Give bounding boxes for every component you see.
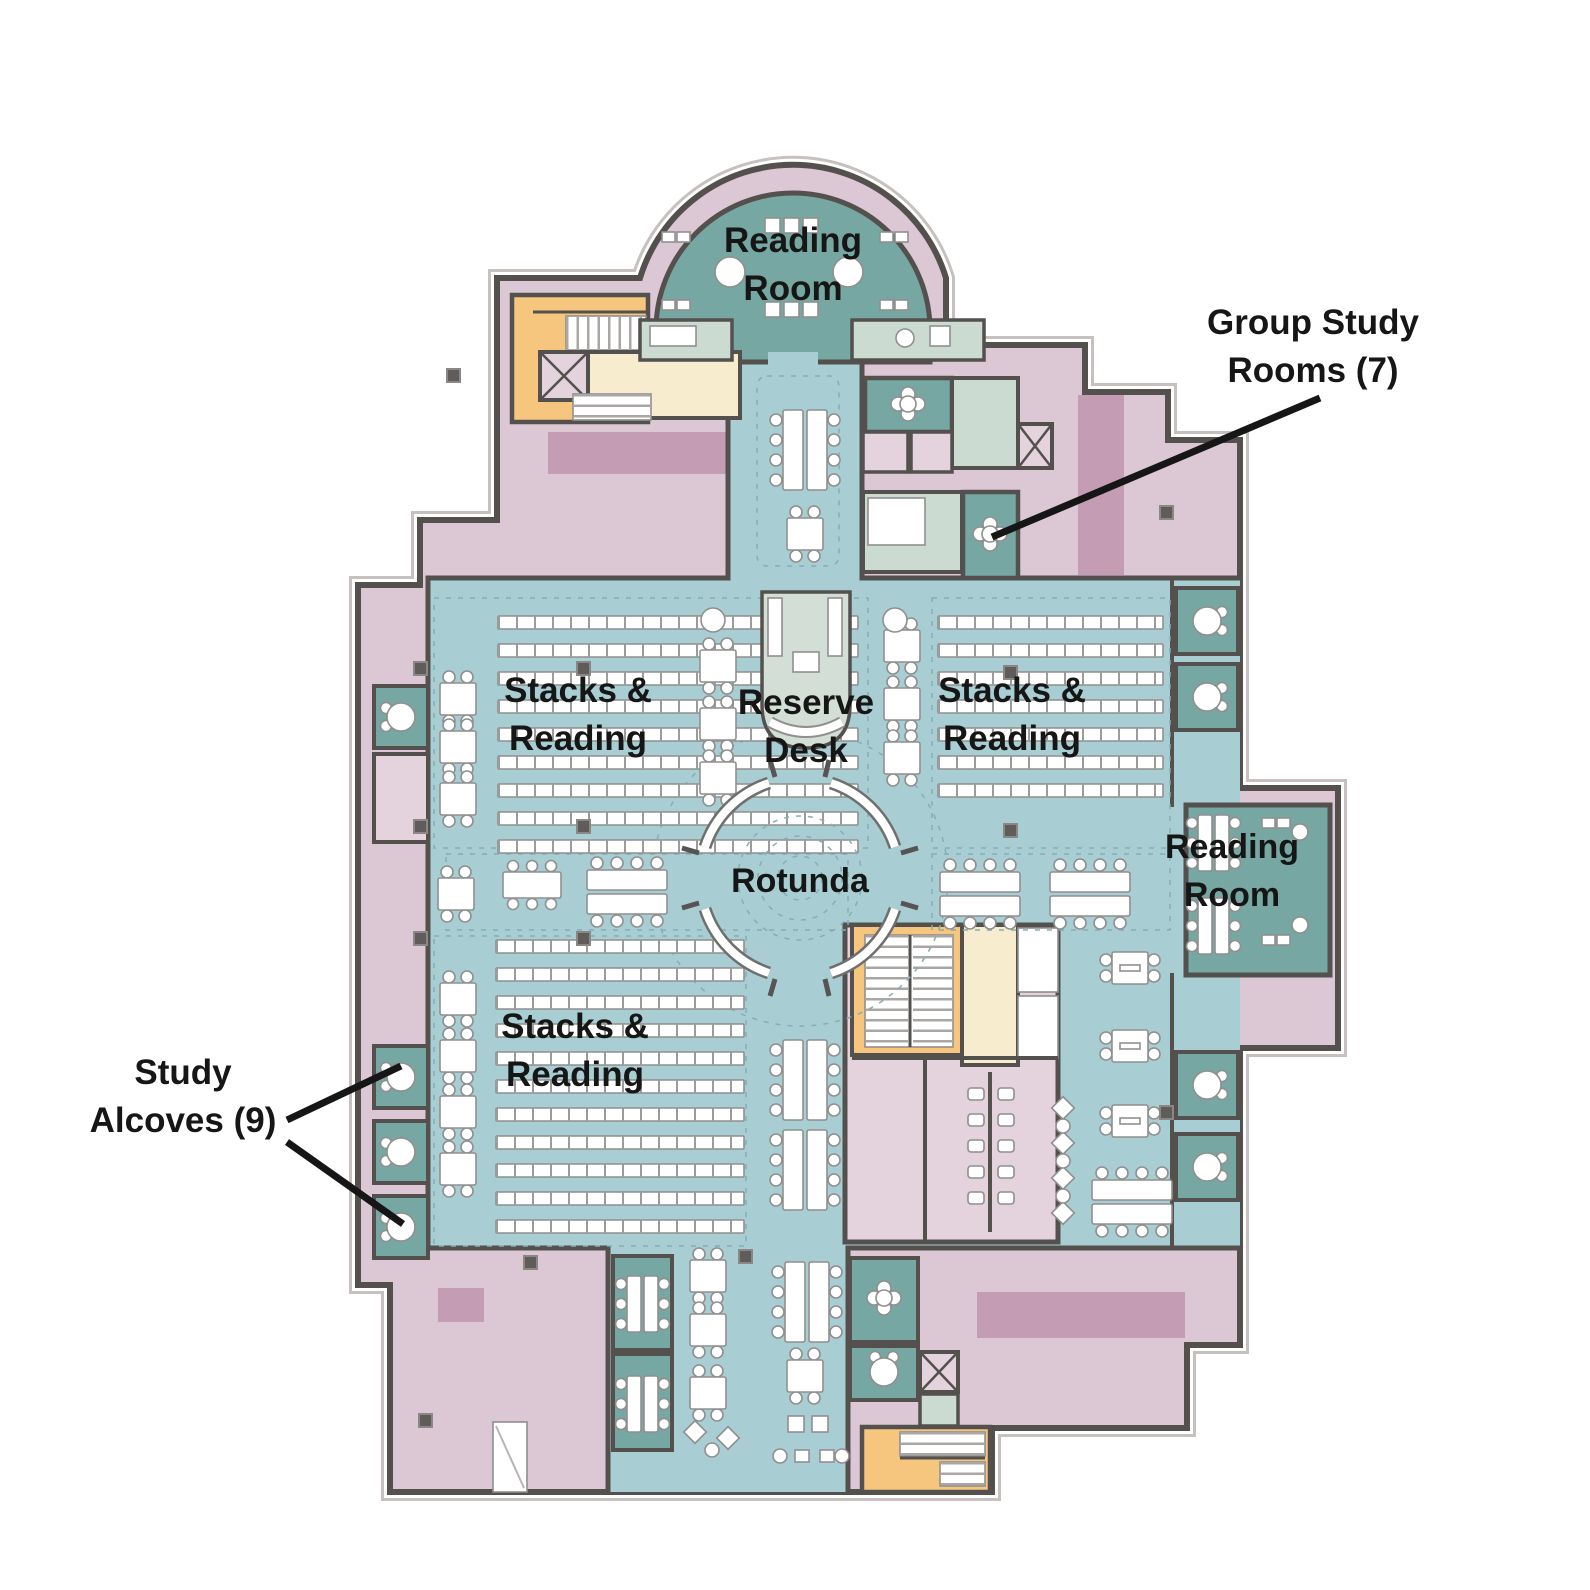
annotation-study-alcoves-line1: Study [134, 1053, 232, 1092]
elevator-lobby [960, 923, 1020, 1067]
left-study-alcoves [372, 684, 430, 1260]
top-left-stair-block [509, 292, 986, 425]
label-reading-room-top-line1: Reading [724, 221, 862, 260]
annotation-study-alcoves-line2: Alcoves (9) [90, 1101, 277, 1140]
elevator [1017, 927, 1059, 993]
round-table [832, 256, 864, 288]
annotation-group-study-line1: Group Study [1207, 303, 1419, 342]
study-alcoves-leader-lower [284, 1139, 406, 1227]
restrooms [967, 1072, 1015, 1232]
label-reading-room-right-line1: Reading [1165, 828, 1299, 866]
label-stacks-upper-left-line1: Stacks & [504, 671, 652, 710]
label-reading-room-right-line2: Room [1184, 876, 1280, 914]
central-service-core [842, 922, 1061, 1245]
top-right-room-cluster [861, 375, 1054, 581]
column-markers [413, 368, 1174, 1428]
label-reading-room-top-line2: Room [743, 269, 842, 308]
lounge-seating [682, 1095, 1076, 1464]
label-reserve-desk-line1: Reserve [738, 683, 874, 722]
bottom-rooms [492, 1254, 993, 1495]
study-tables [437, 409, 1173, 1422]
right-reading-room [1183, 802, 1333, 978]
column [700, 607, 726, 633]
annotations: Group Study Rooms (7) Study Alcoves (9) [90, 303, 1419, 1227]
service-room [852, 1058, 925, 1238]
curved-benches [698, 776, 902, 980]
group-study-leader-line [990, 394, 1322, 541]
study-alcoves-leader-upper [285, 1062, 403, 1124]
label-stacks-upper-right-line2: Reading [943, 719, 1081, 758]
round-table [714, 256, 746, 288]
rotunda-door-frames [681, 759, 919, 997]
label-reserve-desk-line2: Desk [764, 731, 848, 770]
study-alcove [1174, 1050, 1240, 1120]
room-labels: Reading Room Stacks & Reading Reserve De… [501, 221, 1299, 1094]
label-stacks-lower-left-line1: Stacks & [501, 1007, 649, 1046]
annotation-group-study-line2: Rooms (7) [1227, 351, 1398, 390]
elevator [1017, 995, 1059, 1059]
label-stacks-lower-left-line2: Reading [506, 1055, 644, 1094]
right-study-alcoves [1174, 586, 1240, 1202]
reserve-desk-area [760, 590, 852, 750]
column [882, 607, 908, 633]
label-rotunda: Rotunda [731, 862, 870, 900]
rotunda-area [681, 759, 919, 997]
label-stacks-upper-right-line1: Stacks & [938, 671, 1086, 710]
label-stacks-upper-left-line2: Reading [509, 719, 647, 758]
